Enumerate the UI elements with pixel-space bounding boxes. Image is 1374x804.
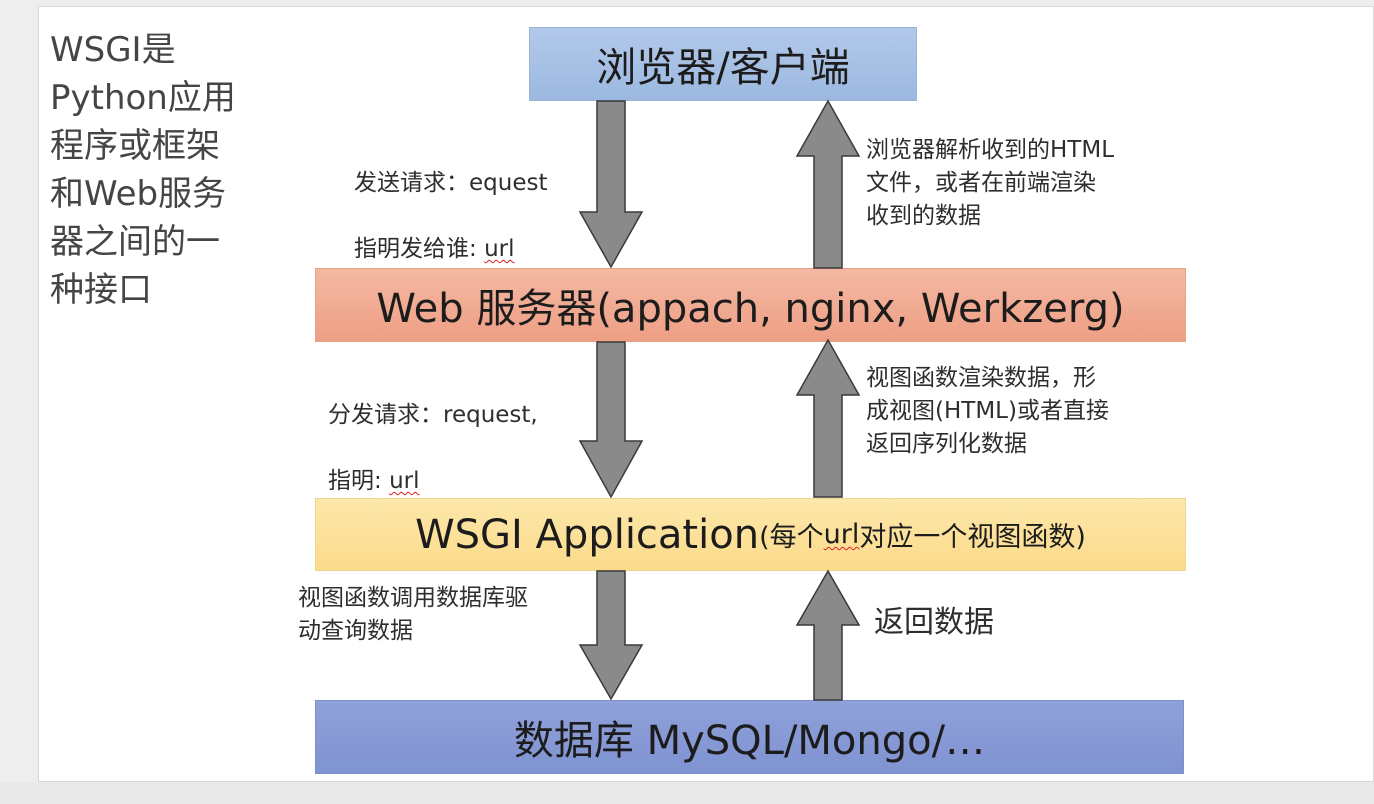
arrow-down-send-request [578, 100, 644, 269]
wsgi-application-label: WSGI Application [415, 511, 760, 558]
bottom-strip [0, 782, 1374, 804]
web-server-label: Web 服务器(appach, nginx, Werkzerg) [376, 286, 1125, 332]
arrow-down-view-query [578, 570, 644, 701]
browser-client-label: 浏览器/客户端 [596, 45, 850, 91]
note-view-render: 视图函数渲染数据，形 成视图(HTML)或者直接 返回序列化数据 [866, 365, 1109, 457]
note-view-query: 视图函数调用数据库驱 动查询数据 [298, 585, 528, 644]
browser-client-box: 浏览器/客户端 [529, 27, 917, 101]
note-send-request-line2: 指明发给谁: url [354, 233, 547, 266]
wsgi-sub-prefix: (每个 [759, 522, 824, 553]
send-to-prefix: 指明发给谁: [354, 236, 485, 262]
dispatch-prefix: 指明: [328, 468, 390, 494]
send-to-url: url [484, 236, 515, 262]
database-label: 数据库 MySQL/Mongo/… [513, 718, 986, 764]
note-return-data: 返回数据 [874, 605, 994, 640]
dispatch-url: url [389, 468, 420, 494]
slide-canvas [38, 6, 1374, 782]
arrow-down-dispatch-request [578, 341, 644, 499]
arrow-up-browser-parse [795, 99, 861, 269]
note-dispatch-line1: 分发请求：request, [328, 402, 538, 428]
side-description: WSGI是 Python应用 程序或框架 和Web服务 器之间的一 种接口 [50, 30, 236, 310]
note-browser-parse: 浏览器解析收到的HTML 文件，或者在前端渲染 收到的数据 [866, 137, 1115, 229]
send-request-word: equest [469, 170, 548, 196]
web-server-box: Web 服务器(appach, nginx, Werkzerg) [315, 268, 1186, 342]
database-box: 数据库 MySQL/Mongo/… [315, 700, 1184, 774]
note-dispatch-request: 分发请求：request, 指明: url [328, 366, 538, 531]
wsgi-sub-suffix: 对应一个视图函数) [859, 522, 1086, 553]
note-send-request: 发送请求：equest 指明发给谁: url [354, 134, 547, 299]
note-dispatch-line2: 指明: url [328, 465, 538, 498]
arrow-up-view-render [795, 338, 861, 498]
arrow-up-return-data [795, 569, 861, 701]
note-send-request-line1: 发送请求：equest [354, 167, 547, 200]
wsgi-sub-url: url [823, 519, 860, 550]
send-request-prefix: 发送请求： [354, 170, 469, 196]
